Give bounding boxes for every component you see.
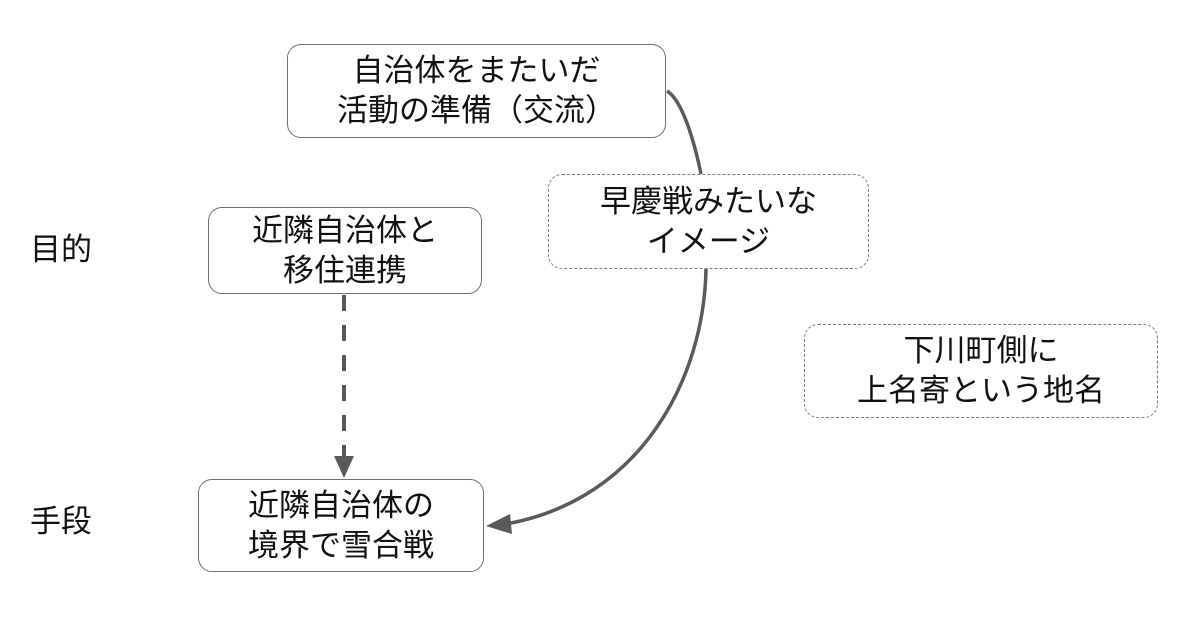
node-text-line: 早慶戦みたいな — [600, 183, 817, 220]
edge-goal-to-means-arrowhead — [334, 456, 354, 478]
node-means-snowball-fight[interactable]: 近隣自治体の 境界で雪合戦 — [198, 479, 484, 572]
node-text-line: 移住連携 — [283, 252, 407, 289]
node-text-line: 活動の準備（交流） — [337, 93, 616, 129]
node-soukei-image-note[interactable]: 早慶戦みたいな イメージ — [548, 174, 869, 269]
node-place-name-note[interactable]: 下川町側に 上名寄という地名 — [804, 324, 1158, 418]
row-label-goal: 目的 — [30, 232, 92, 268]
edge-soukei-to-means-arrowhead — [486, 514, 512, 534]
edge-prep-to-soukei-segment — [665, 89, 703, 175]
node-text-line: 下川町側に — [903, 333, 1059, 369]
node-text-line: 近隣自治体と — [252, 212, 438, 249]
node-text-line: 自治体をまたいだ — [352, 53, 601, 89]
node-text-line: 近隣自治体の — [248, 487, 434, 524]
node-goal-migration-partnership[interactable]: 近隣自治体と 移住連携 — [208, 207, 482, 294]
edge-soukei-to-means-curve — [505, 268, 708, 526]
row-label-means: 手段 — [30, 504, 92, 540]
node-text-line: 上名寄という地名 — [857, 373, 1105, 409]
node-text-line: 境界で雪合戦 — [248, 527, 434, 564]
node-cross-municipality-prep[interactable]: 自治体をまたいだ 活動の準備（交流） — [287, 44, 666, 138]
node-text-line: イメージ — [646, 223, 771, 260]
